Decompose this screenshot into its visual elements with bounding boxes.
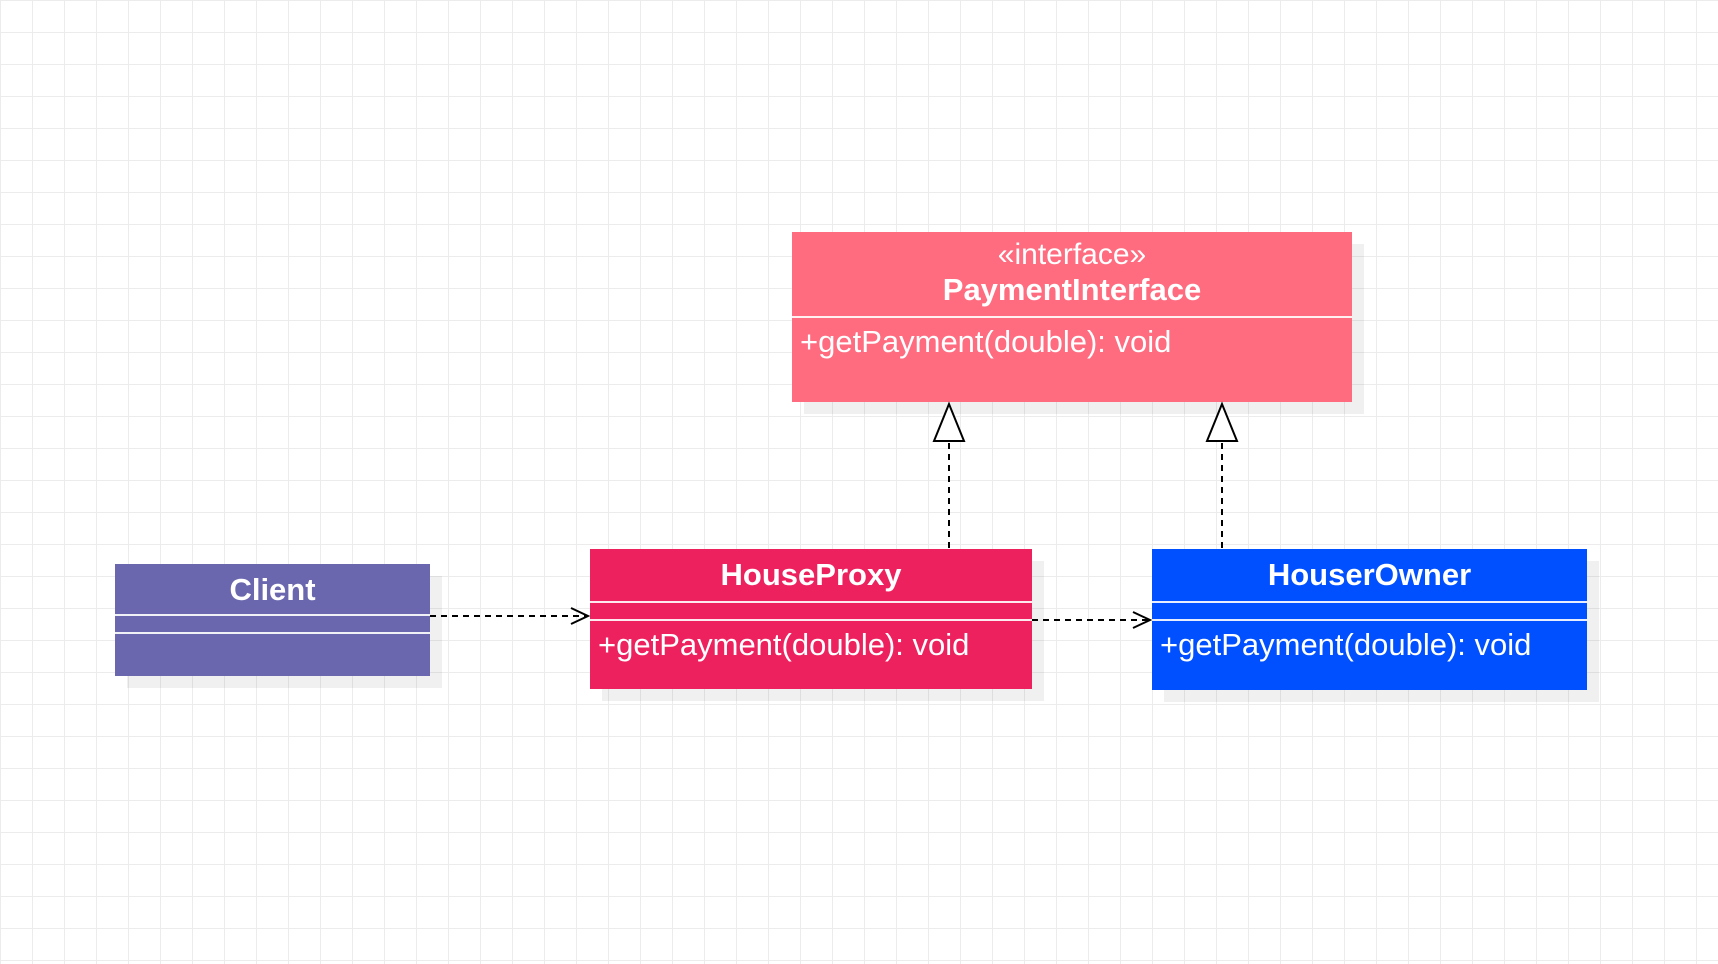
class-client[interactable]: Client xyxy=(115,564,430,676)
class-name: HouseProxy xyxy=(720,557,902,592)
realization-proxy-to-interface[interactable] xyxy=(932,401,966,548)
class-method: +getPayment(double): void xyxy=(598,627,970,662)
class-header: «interface» PaymentInterface xyxy=(792,232,1352,318)
class-payment-interface[interactable]: «interface» PaymentInterface +getPayment… xyxy=(792,232,1352,402)
class-name: Client xyxy=(229,572,316,607)
class-method: +getPayment(double): void xyxy=(800,324,1172,359)
class-attributes xyxy=(590,603,1032,621)
hollow-triangle-head xyxy=(1205,401,1239,442)
class-methods: +getPayment(double): void xyxy=(1152,621,1587,663)
class-stereotype: «interface» xyxy=(997,238,1147,271)
hollow-triangle-head xyxy=(932,401,966,442)
class-header: Client xyxy=(115,564,430,616)
open-arrow-head xyxy=(570,607,591,625)
dependency-client-to-proxy[interactable] xyxy=(430,607,591,625)
class-attributes xyxy=(1152,603,1587,621)
class-method: +getPayment(double): void xyxy=(1160,627,1532,662)
realization-owner-to-interface[interactable] xyxy=(1205,401,1239,548)
open-arrow-head xyxy=(1132,611,1153,629)
class-header: HouseProxy xyxy=(590,549,1032,603)
class-houser-owner[interactable]: HouserOwner +getPayment(double): void xyxy=(1152,549,1587,690)
class-methods: +getPayment(double): void xyxy=(590,621,1032,663)
dependency-proxy-to-owner[interactable] xyxy=(1032,611,1153,629)
class-header: HouserOwner xyxy=(1152,549,1587,603)
class-name: PaymentInterface xyxy=(942,272,1202,307)
class-name: HouserOwner xyxy=(1267,557,1472,592)
class-house-proxy[interactable]: HouseProxy +getPayment(double): void xyxy=(590,549,1032,689)
class-attributes xyxy=(115,616,430,634)
class-methods: +getPayment(double): void xyxy=(792,318,1352,360)
class-methods xyxy=(115,634,430,674)
